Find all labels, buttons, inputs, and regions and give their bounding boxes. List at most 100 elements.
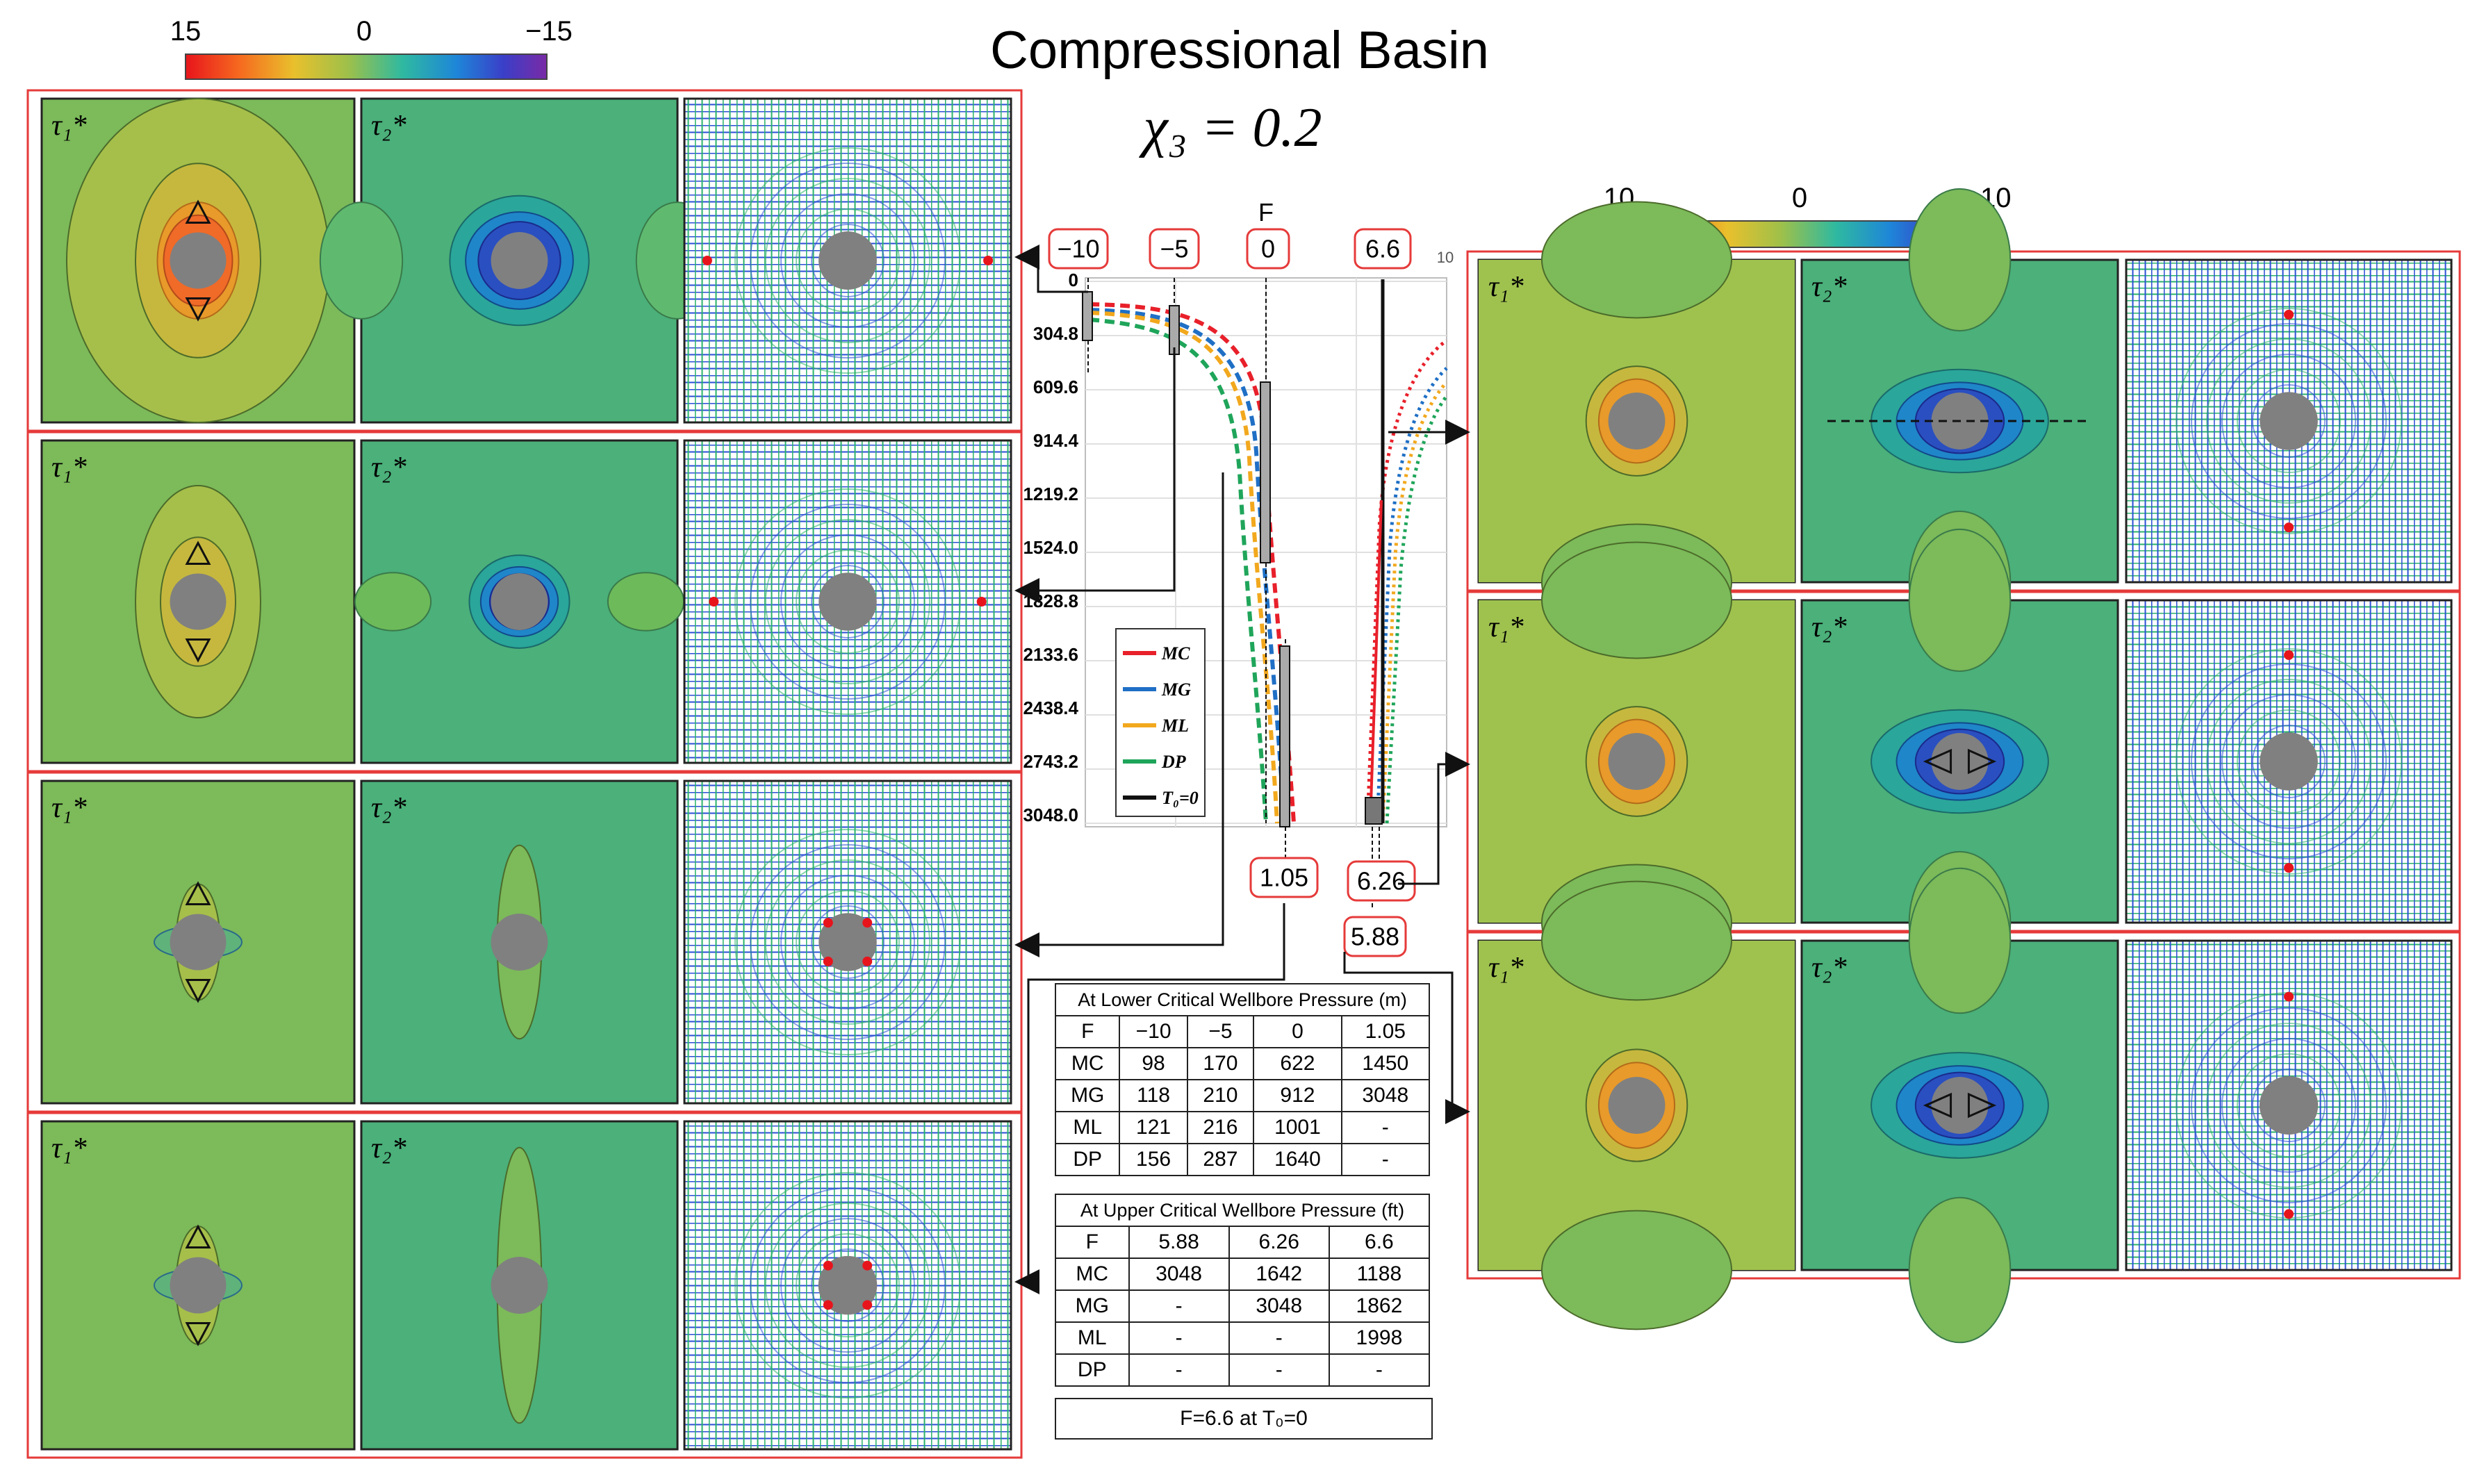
- legend-label: DP: [1161, 752, 1187, 772]
- mesh-ring: [734, 1172, 961, 1399]
- mesh-ring: [2237, 1053, 2341, 1157]
- tau1-label: τ₁*: [1488, 952, 1524, 984]
- arrow-f588: [1343, 952, 1470, 1124]
- depth-tick-label: 1828.8: [1023, 591, 1078, 611]
- arrow-f-10: [1014, 245, 1088, 293]
- cell: −5: [1186, 1015, 1255, 1048]
- f-box-6.26: 6.26: [1347, 860, 1416, 902]
- mesh-ring: [811, 565, 885, 638]
- wellbore: [491, 232, 548, 289]
- triangle-down-icon: [185, 297, 211, 322]
- table-row: DP---: [1055, 1353, 1431, 1387]
- curve-dp: [1089, 318, 1268, 824]
- connector-arrows: [1014, 245, 1470, 1294]
- mesh-ring: [2176, 648, 2402, 875]
- marker-rect-1: [1082, 291, 1093, 341]
- cell: -: [1128, 1353, 1230, 1387]
- footer-note: F=6.6 at T₀=0: [1055, 1398, 1433, 1440]
- mesh-ring: [2237, 369, 2341, 473]
- cell: 6.26: [1228, 1226, 1330, 1259]
- cell: MG: [1055, 1289, 1130, 1323]
- colorbar-left: [185, 53, 548, 80]
- cell: 121: [1119, 1111, 1188, 1144]
- marker-rect-2: [1169, 305, 1180, 355]
- f-box-0: 0: [1246, 228, 1290, 270]
- f-axis-label: F: [1258, 198, 1274, 226]
- contour: [1908, 1196, 2012, 1344]
- mesh-ring: [734, 147, 961, 374]
- mesh-ring: [780, 193, 915, 328]
- triangle-down-icon: [185, 1322, 211, 1346]
- legend-label: ML: [1161, 716, 1189, 736]
- wellbore: [170, 914, 227, 971]
- curve-ml-upper: [1381, 381, 1448, 824]
- tau2-label: τ₂*: [371, 792, 406, 824]
- cell: -: [1128, 1289, 1230, 1323]
- f-box-frame: [1354, 228, 1412, 270]
- cell: ML: [1055, 1321, 1130, 1355]
- mesh-ring: [2206, 679, 2371, 844]
- wellbore: [491, 914, 548, 971]
- contour: [1541, 1210, 1732, 1330]
- tau2-label: τ₂*: [371, 1132, 406, 1164]
- tau2-label: τ₂*: [1811, 271, 1847, 303]
- right-row: τ₁*τ₂*: [1466, 867, 2461, 1344]
- critical-point-marker: [2284, 991, 2294, 1002]
- wellbore: [1608, 1077, 1666, 1134]
- mesh-ring: [811, 905, 885, 979]
- wellbore: [819, 231, 877, 290]
- contour: [319, 201, 404, 320]
- critical-point-marker: [823, 956, 833, 966]
- f-box-frame: [1347, 860, 1416, 902]
- arrow-f105: [1014, 903, 1285, 1294]
- wellbore: [170, 232, 227, 289]
- depth-tick-label: 304.8: [1033, 323, 1078, 344]
- cell: 216: [1186, 1111, 1255, 1144]
- depth-tick-label: 2743.2: [1023, 751, 1078, 772]
- mesh-ring: [2252, 725, 2326, 798]
- arrow-f0: [1014, 472, 1224, 957]
- colorbar-left-tick-min: −15: [525, 16, 573, 47]
- mesh-ring: [811, 1248, 885, 1322]
- critical-point-marker: [823, 1260, 833, 1271]
- triangle-up-icon: [185, 1224, 211, 1248]
- upper-table-title: At Upper Critical Wellbore Pressure (ft): [1055, 1194, 1430, 1227]
- f-box-frame: [1048, 228, 1109, 270]
- mesh-ring: [796, 1233, 900, 1337]
- tau1-label: τ₁*: [1488, 611, 1524, 643]
- mesh-ring: [780, 875, 915, 1009]
- legend-label: T₀=0: [1162, 788, 1199, 808]
- cell: 170: [1186, 1047, 1255, 1080]
- upper-critical-table: At Upper Critical Wellbore Pressure (ft)…: [1055, 1194, 1431, 1387]
- critical-point-marker: [2284, 309, 2294, 320]
- f-box-frame: [1343, 916, 1407, 957]
- cell: DP: [1054, 1143, 1121, 1176]
- marker-rect-3: [1260, 381, 1271, 563]
- cell: F: [1055, 1226, 1130, 1259]
- tau2-label: τ₂*: [371, 452, 406, 484]
- critical-point-marker: [862, 1300, 873, 1310]
- cell: F: [1054, 1015, 1121, 1048]
- triangle-down-icon: [185, 979, 211, 1003]
- f-box-frame: [1149, 228, 1200, 270]
- mesh-ring: [765, 178, 930, 343]
- mesh-ring: [765, 519, 930, 684]
- left-row: τ₁*τ₂*: [26, 1112, 1023, 1459]
- cell: 118: [1119, 1079, 1188, 1112]
- f-box-frame: [1249, 857, 1319, 898]
- cell: MC: [1055, 1258, 1130, 1291]
- cell: 1642: [1228, 1258, 1330, 1291]
- critical-point-marker: [2284, 863, 2294, 873]
- critical-point-marker: [976, 597, 987, 607]
- wellbore: [1931, 1077, 1989, 1134]
- triangle-right-icon: [1967, 748, 1997, 775]
- mesh-ring: [780, 1218, 915, 1353]
- arrow-f-5: [1014, 347, 1176, 603]
- cell: 622: [1253, 1047, 1342, 1080]
